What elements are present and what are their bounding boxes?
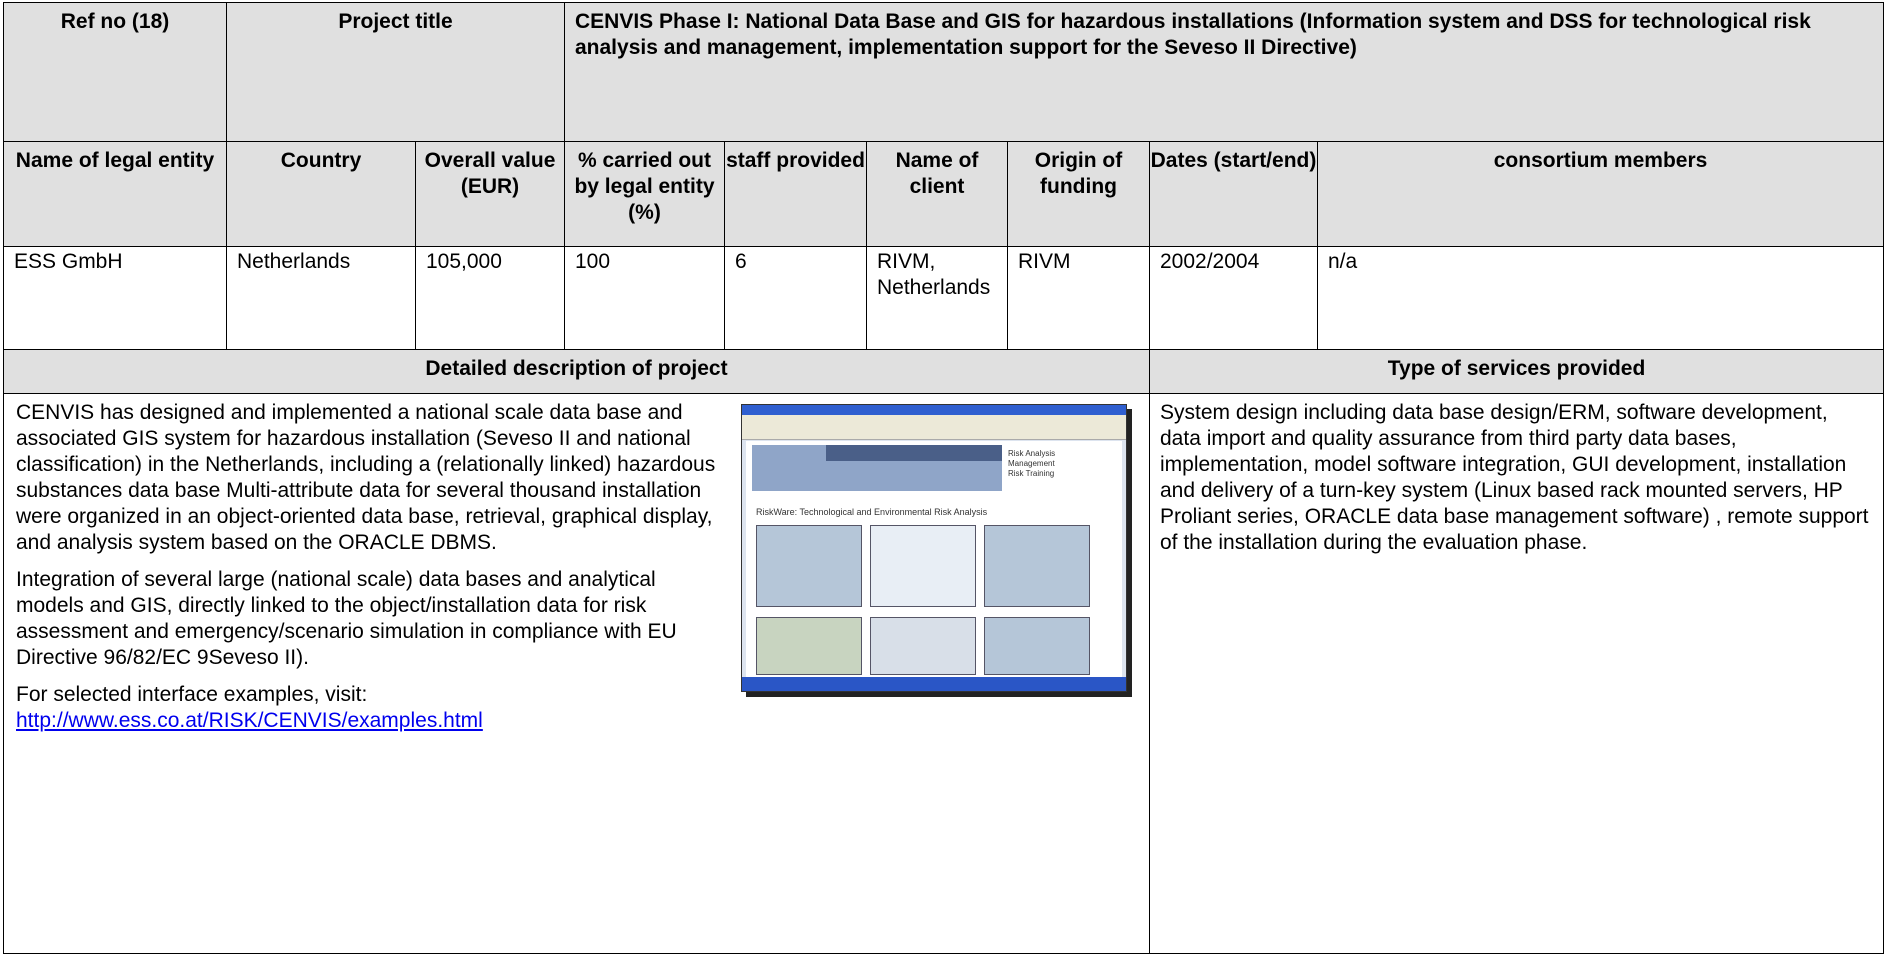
screenshot-subtitle: RiskWare: Technological and Environmenta… xyxy=(756,507,988,517)
col-header-legal-entity: Name of legal entity xyxy=(3,141,227,247)
description-cell: Risk Analysis Management Risk Training R… xyxy=(3,393,1150,954)
col-header-dates: Dates (start/end) xyxy=(1149,141,1318,247)
services-text: System design including data base design… xyxy=(1160,401,1869,554)
project-reference-table: Ref no (18) Project title CENVIS Phase I… xyxy=(3,2,1885,954)
cell-consortium: n/a xyxy=(1316,246,1885,350)
col-header-label: Dates (start/end) xyxy=(1150,149,1317,172)
screenshot-thumbnail xyxy=(984,525,1090,607)
screenshot-thumbnail xyxy=(756,617,862,675)
screenshot-taskbar xyxy=(742,677,1126,691)
col-header-country: Country xyxy=(226,141,416,247)
cell-country: Netherlands xyxy=(226,246,416,350)
col-header-overall-value: Overall value (EUR) xyxy=(415,141,565,247)
description-paragraph: Integration of several large (national s… xyxy=(16,568,677,669)
col-header-client: Name of client xyxy=(866,141,1008,247)
cell-percent: 100 xyxy=(564,246,725,350)
col-header-label: Country xyxy=(280,149,362,172)
col-header-label: Name of client xyxy=(895,149,979,198)
screenshot-banner-strip xyxy=(826,445,1002,461)
col-header-label: % carried out by legal entity (%) xyxy=(574,149,715,224)
screenshot-side-line: Risk Analysis xyxy=(1008,449,1056,458)
project-title-label-cell: Project title xyxy=(226,2,565,142)
cell-funding: RIVM xyxy=(1007,246,1150,350)
description-header-label: Detailed description of project xyxy=(425,357,728,380)
col-header-label: staff provided xyxy=(726,149,865,172)
col-header-staff: staff provided xyxy=(724,141,867,247)
col-header-funding: Origin of funding xyxy=(1007,141,1150,247)
screenshot-body: Risk Analysis Management Risk Training R… xyxy=(746,441,1122,677)
cell-legal-entity: ESS GmbH xyxy=(3,246,227,350)
project-title-label: Project title xyxy=(338,10,453,33)
cell-staff: 6 xyxy=(724,246,867,350)
project-title-text: CENVIS Phase I: National Data Base and G… xyxy=(575,10,1811,59)
screenshot-thumbnail xyxy=(870,525,976,607)
col-header-label: consortium members xyxy=(1493,149,1708,172)
services-cell: System design including data base design… xyxy=(1148,393,1885,954)
interface-screenshot-image: Risk Analysis Management Risk Training R… xyxy=(741,404,1127,692)
ref-no-cell: Ref no (18) xyxy=(3,2,227,142)
services-header: Type of services provided xyxy=(1148,349,1885,394)
col-header-label: Overall value (EUR) xyxy=(424,149,556,198)
description-header: Detailed description of project xyxy=(3,349,1150,394)
screenshot-toolbar xyxy=(742,415,1126,440)
col-header-label: Name of legal entity xyxy=(15,149,215,172)
screenshot-thumbnail xyxy=(984,617,1090,675)
screenshot-side-text: Risk Analysis Management Risk Training xyxy=(1008,449,1055,479)
ref-no: Ref no (18) xyxy=(60,10,170,33)
description-paragraph: For selected interface examples, visit: … xyxy=(16,682,1141,734)
screenshot-side-line: Risk Training xyxy=(1008,469,1055,478)
screenshot-side-line: Management xyxy=(1008,459,1055,468)
project-title-text-cell: CENVIS Phase I: National Data Base and G… xyxy=(563,2,1885,142)
description-paragraph: CENVIS has designed and implemented a na… xyxy=(16,401,716,554)
screenshot-titlebar xyxy=(742,405,1126,415)
services-header-label: Type of services provided xyxy=(1387,357,1646,380)
col-header-label: Origin of funding xyxy=(1034,149,1123,198)
screenshot-thumbnail xyxy=(756,525,862,607)
cell-client: RIVM, Netherlands xyxy=(866,246,1008,350)
col-header-consortium: consortium members xyxy=(1316,141,1885,247)
table-row: ESS GmbH Netherlands 105,000 100 6 RIVM,… xyxy=(3,246,1885,350)
examples-link[interactable]: http://www.ess.co.at/RISK/CENVIS/example… xyxy=(16,709,483,732)
cell-dates: 2002/2004 xyxy=(1149,246,1318,350)
col-header-percent: % carried out by legal entity (%) xyxy=(564,141,725,247)
screenshot-thumbnail xyxy=(870,617,976,675)
link-prefix: For selected interface examples, visit: xyxy=(16,683,368,706)
cell-overall-value: 105,000 xyxy=(415,246,565,350)
